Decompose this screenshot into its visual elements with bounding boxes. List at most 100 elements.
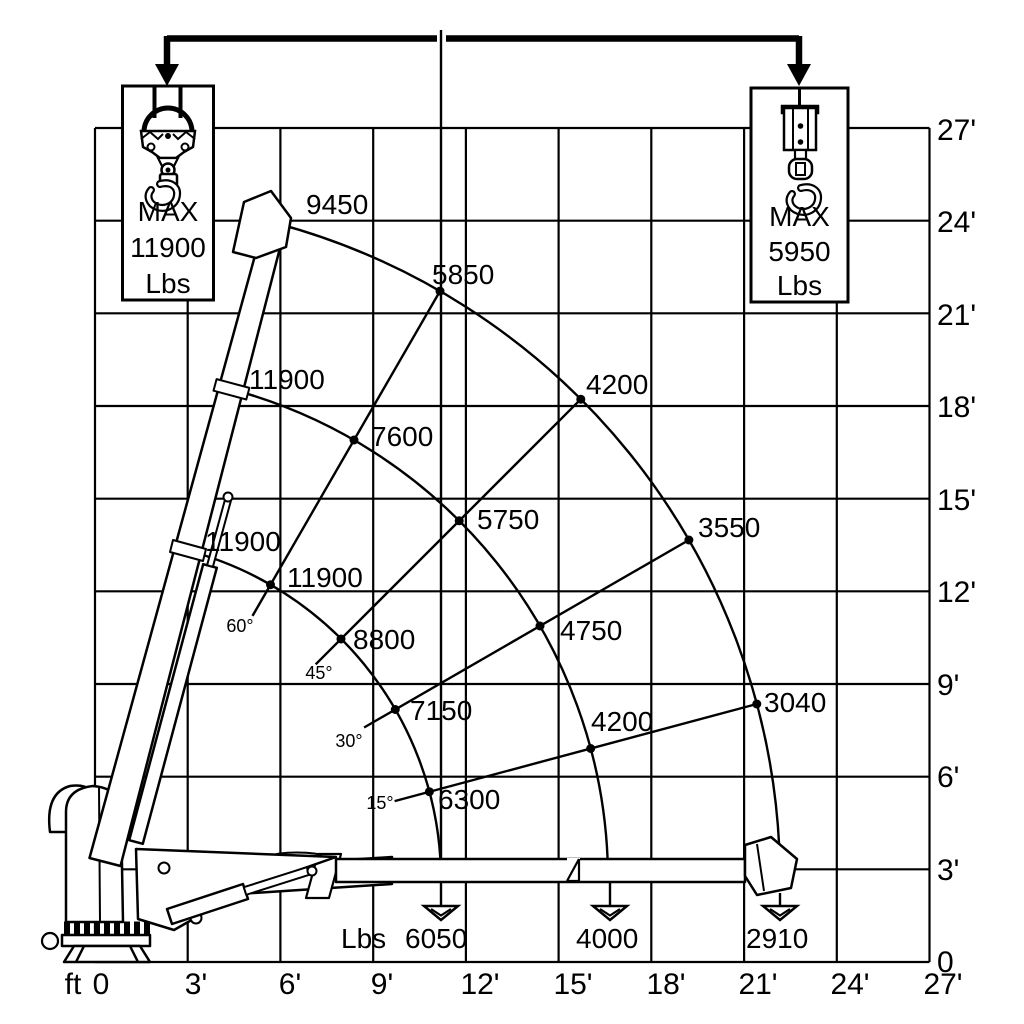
- capacity-point: [684, 535, 694, 545]
- x-tick: 6': [279, 968, 301, 1001]
- angle-line-45: [314, 398, 582, 666]
- capacity-label-inner-15: 6300: [438, 784, 500, 815]
- bottom-load-labels: Lbs 6050 4000 2910: [341, 923, 808, 954]
- y-tick: 12': [937, 576, 976, 609]
- beam-arrow-icon: [155, 64, 179, 86]
- angle-label-45: 45°: [305, 663, 332, 683]
- max-label: MAX: [769, 201, 830, 232]
- capacity-label-outer-15: 3040: [764, 687, 826, 718]
- bottom-load-unit: Lbs: [341, 923, 386, 954]
- max-capacity-value: 11900: [130, 232, 206, 263]
- capacity-points: [266, 286, 762, 797]
- capacity-label-boom-tip: 9450: [306, 189, 368, 220]
- max-label: MAX: [138, 196, 199, 227]
- overhead-beam: [155, 35, 811, 86]
- middle-arc: [231, 388, 609, 860]
- hboom-break-1: [304, 852, 343, 900]
- y-tick: 0: [937, 946, 954, 979]
- capacity-label-inner-60: 11900: [287, 562, 363, 593]
- capacity-label-inner-30: 7150: [410, 695, 472, 726]
- y-tick: 6': [937, 761, 959, 794]
- beam-arrow-icon: [787, 64, 811, 86]
- articulation-cylinder: [165, 882, 250, 926]
- capacity-label-outer-60: 5850: [432, 259, 494, 290]
- capacity-point: [336, 634, 346, 644]
- arrow-inner-chevrons: [430, 908, 791, 917]
- hook-box-left: MAX 11900 Lbs: [121, 84, 215, 302]
- base-legs: [62, 944, 152, 964]
- bottom-load-16ft: 4000: [576, 923, 638, 954]
- angle-label-60: 60°: [226, 616, 253, 636]
- max-capacity-unit: Lbs: [777, 270, 822, 301]
- articulation-cylinder-rod: [242, 866, 311, 896]
- y-tick: 24': [937, 206, 976, 239]
- y-tick: 15': [937, 484, 976, 517]
- capacity-arcs: [187, 222, 781, 860]
- x-tick: 9': [371, 968, 393, 1001]
- capacity-point: [586, 744, 596, 753]
- capacity-label-middle-45: 5750: [477, 504, 539, 535]
- boom-angle-lines: [251, 290, 758, 803]
- max-capacity-unit: Lbs: [145, 268, 190, 299]
- capacity-point: [435, 286, 445, 296]
- down-arrow-icon: [759, 904, 801, 922]
- x-tick: 15': [553, 968, 592, 1001]
- capacity-label-outer-30: 3550: [698, 512, 760, 543]
- load-arrows: [420, 882, 801, 922]
- angle-labels: 60° 45° 30° 15°: [226, 616, 393, 813]
- hook-box-right: MAX 5950 Lbs: [749, 86, 850, 304]
- boom-head-top: [231, 189, 293, 260]
- capacity-point: [390, 705, 400, 714]
- capacity-point: [752, 699, 762, 709]
- x-tick: 12': [460, 968, 499, 1001]
- capacity-label-inner-45: 8800: [353, 624, 415, 655]
- angle-line-15: [394, 702, 758, 803]
- x-tick: 27': [923, 968, 962, 1001]
- two-sheave-hook-block-icon: [139, 86, 197, 212]
- hboom-head: [743, 835, 799, 897]
- luffing-cylinder: [127, 562, 219, 846]
- capacity-point: [266, 580, 275, 590]
- grid-lines: [93, 126, 931, 964]
- capacity-point: [349, 435, 359, 445]
- capacity-point: [454, 516, 464, 526]
- capacity-label-outer-45: 4200: [586, 369, 648, 400]
- max-capacity-value: 5950: [768, 236, 830, 267]
- hboom-section2: [334, 857, 747, 884]
- bottom-load-21ft: 2910: [746, 923, 808, 954]
- boom-section-break-2: [212, 378, 251, 401]
- capacity-point: [535, 621, 545, 631]
- y-tick: 27': [937, 114, 976, 147]
- base-knob: [40, 931, 60, 951]
- y-tick: 18': [937, 391, 976, 424]
- capacity-label-middle-60: 7600: [371, 421, 433, 452]
- y-axis: 27' 24' 21' 18' 15' 12' 9' 6' 3' 0: [937, 114, 976, 979]
- angle-label-30: 30°: [335, 731, 362, 751]
- x-axis: ft 0 3' 6' 9' 12' 15' 18' 21' 24' 27': [65, 968, 963, 1001]
- hook-box-left-frame: [121, 84, 215, 302]
- x-tick: 0: [93, 968, 110, 1001]
- capacity-point: [424, 787, 434, 797]
- x-tick: 18': [646, 968, 685, 1001]
- inner-arc: [187, 549, 442, 860]
- single-sheave-hook-block-icon: [780, 88, 823, 216]
- x-tick: 21': [738, 968, 777, 1001]
- hboom-head-edge: [756, 843, 765, 892]
- capacity-label-middle-30: 4750: [560, 615, 622, 646]
- y-tick: 21': [937, 299, 976, 332]
- bottom-load-11ft: 6050: [405, 923, 467, 954]
- x-tick: 24': [830, 968, 869, 1001]
- angle-label-15: 15°: [366, 793, 393, 813]
- cylinder-pin: [222, 491, 234, 503]
- angle-line-30: [363, 538, 690, 729]
- outer-arc: [275, 222, 781, 847]
- capacity-label-middle-top: 11900: [249, 364, 325, 395]
- y-tick: 9': [937, 669, 959, 702]
- x-axis-unit: ft: [65, 968, 82, 1001]
- down-arrow-icon: [420, 904, 462, 922]
- y-tick: 3': [937, 854, 959, 887]
- down-arrow-icon: [589, 904, 631, 922]
- angle-line-60: [251, 290, 442, 617]
